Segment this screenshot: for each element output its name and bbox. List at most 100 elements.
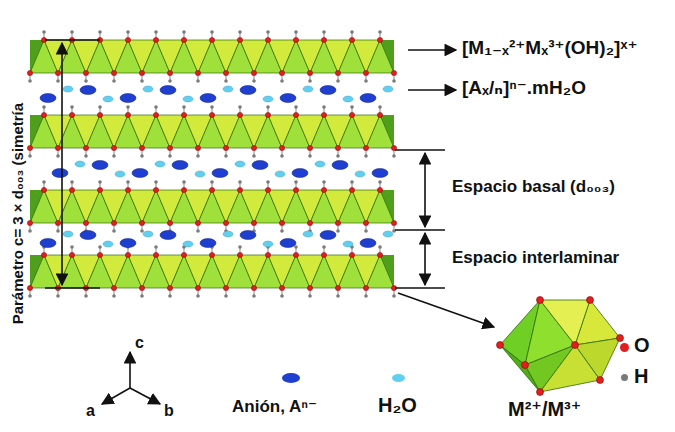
dimension-lines — [45, 40, 494, 404]
oxygen-atom — [125, 37, 130, 42]
water-molecule — [143, 231, 153, 237]
oxygen-atom — [237, 112, 242, 117]
hydrogen-atom — [112, 229, 116, 233]
oxygen-atom — [265, 252, 270, 257]
hydrogen-atom — [154, 105, 158, 109]
oxygen-atom — [349, 37, 354, 42]
hydrogen-atom — [98, 180, 102, 184]
oxygen-atom — [125, 187, 130, 192]
hydrogen-atom — [238, 105, 242, 109]
water-molecule — [383, 231, 393, 237]
anion — [132, 169, 148, 178]
hydrogen-atom — [308, 154, 312, 158]
hydrogen-atom — [140, 154, 144, 158]
hydrogen-atom — [168, 154, 172, 158]
oxygen-atom — [307, 285, 312, 290]
oxygen-atom — [279, 220, 284, 225]
hydrogen-atom — [322, 105, 326, 109]
anion — [92, 161, 108, 170]
anion — [320, 86, 336, 95]
anion — [40, 239, 56, 248]
hydrogen-atom — [98, 245, 102, 249]
hydrogen-atom — [322, 30, 326, 34]
oxygen-atom — [41, 112, 46, 117]
hydrogen-atom — [392, 294, 396, 298]
oxygen-atom — [321, 252, 326, 257]
hydrogen-atom — [322, 180, 326, 184]
oxygen-atom — [153, 187, 158, 192]
hydrogen-atom — [182, 105, 186, 109]
axis-label: a — [86, 402, 95, 420]
oxygen-atom — [321, 112, 326, 117]
anion — [320, 231, 336, 240]
oxygen-atom — [97, 187, 102, 192]
anion — [160, 86, 176, 95]
legend-text: Anión, Aⁿ⁻ — [232, 397, 317, 417]
anion — [80, 86, 96, 95]
hydrogen-atom — [280, 79, 284, 83]
oxygen-atom — [181, 37, 186, 42]
water-molecule — [383, 86, 393, 92]
anion — [280, 239, 296, 248]
c-parameter-label: Parámetro c= 3 × d₀₀₃ (simetría — [9, 103, 26, 324]
hydrogen-atom — [364, 79, 368, 83]
legend-swatch — [621, 374, 628, 381]
anion — [160, 231, 176, 240]
oxygen-atom — [237, 252, 242, 257]
layer-back — [30, 115, 394, 148]
hydrogen-atom — [364, 294, 368, 298]
water-molecule — [63, 231, 73, 237]
oxygen-atom — [111, 70, 116, 75]
legend-swatch — [620, 343, 629, 352]
oxygen-atom — [209, 112, 214, 117]
hydrogen-atom — [28, 79, 32, 83]
oxygen-atom — [167, 145, 172, 150]
water-molecule — [223, 231, 233, 237]
anion — [292, 169, 308, 178]
hydrogen-atom — [42, 30, 46, 34]
oxygen-atom — [279, 285, 284, 290]
oxygen-atom — [363, 70, 368, 75]
water-molecule — [155, 161, 165, 167]
oxygen-atom — [111, 220, 116, 225]
oxygen-atom — [209, 187, 214, 192]
octahedra-pair — [500, 300, 620, 392]
hydrogen-atom — [336, 229, 340, 233]
water-molecule — [303, 231, 313, 237]
oxygen-atoms — [497, 297, 624, 396]
oxygen-atom — [139, 220, 144, 225]
octahedron-face — [366, 190, 394, 223]
hydrogen-atom — [42, 180, 46, 184]
oxygen-atom — [111, 145, 116, 150]
anion — [240, 231, 256, 240]
hydrogen-atom — [378, 245, 382, 249]
hydrogen-atom — [378, 105, 382, 109]
hydrogen-atom — [28, 229, 32, 233]
oxygen-atom — [335, 220, 340, 225]
oxygen-atom — [391, 220, 396, 225]
hydrogen-atom — [280, 154, 284, 158]
oxygen-atom — [265, 112, 270, 117]
oxygen-atom — [363, 220, 368, 225]
hydrogen-atom — [154, 245, 158, 249]
hydrogen-atom — [280, 294, 284, 298]
hydrogen-atom — [210, 180, 214, 184]
basal-spacing-label: Espacio basal (d₀₀₃) — [452, 177, 615, 197]
anion — [240, 86, 256, 95]
oxygen-atom — [293, 37, 298, 42]
anion — [200, 94, 216, 103]
water-molecule — [343, 241, 353, 247]
oxygen-atom — [377, 37, 382, 42]
hydrogen-atom — [42, 105, 46, 109]
oxygen-atom — [181, 252, 186, 257]
anion — [120, 239, 136, 248]
oxygen-atom — [97, 112, 102, 117]
water-molecule — [343, 96, 353, 102]
octahedron-face — [366, 115, 394, 148]
oxygen-atom — [321, 187, 326, 192]
anion — [120, 94, 136, 103]
anion — [80, 231, 96, 240]
anion — [280, 94, 296, 103]
hydrogen-atom — [322, 245, 326, 249]
